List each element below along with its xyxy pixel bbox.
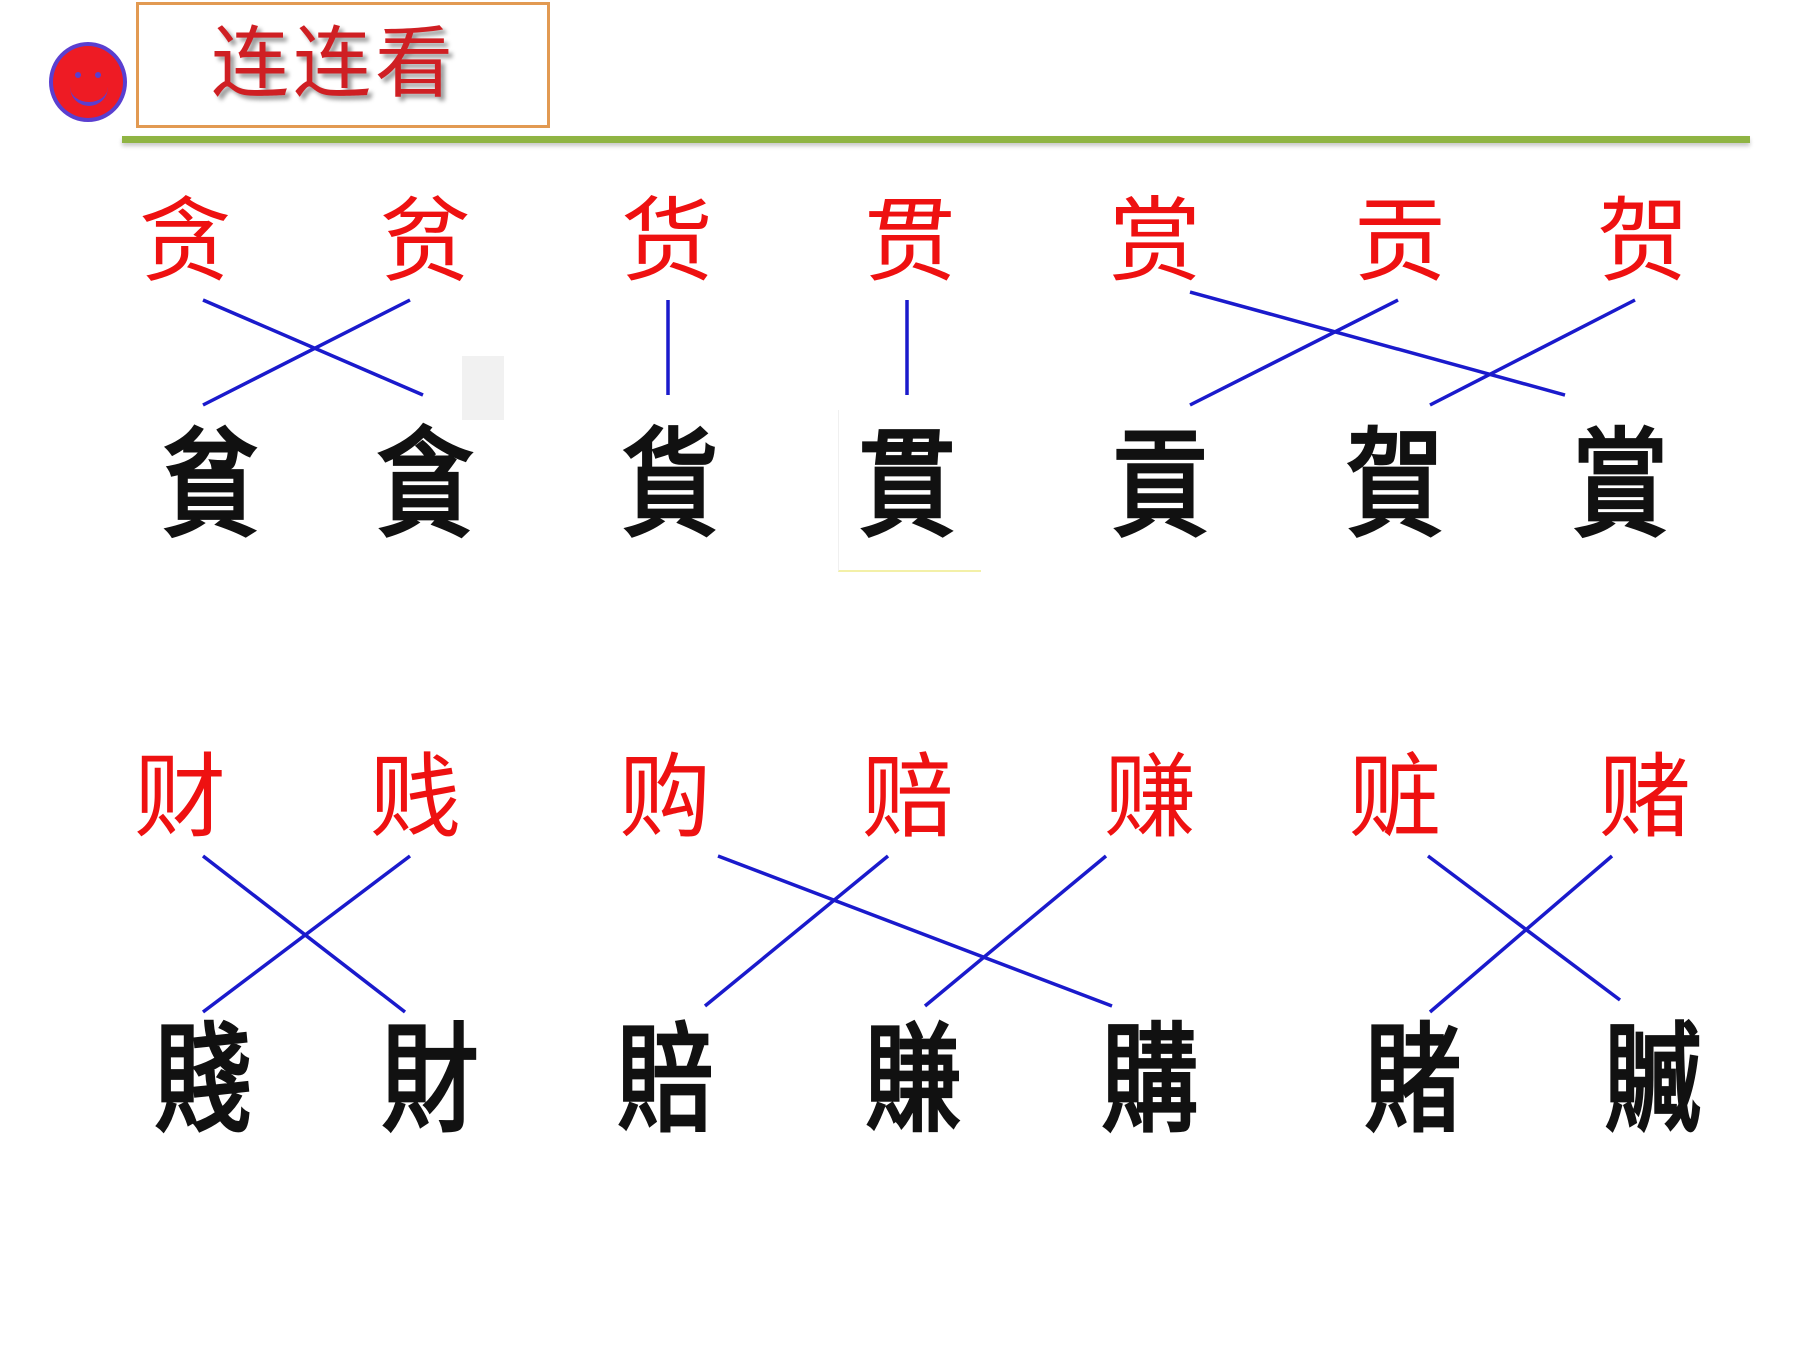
- modern-char: 货: [620, 188, 713, 295]
- gray-box: [462, 356, 504, 420]
- seal-char: 賭: [1364, 1011, 1462, 1149]
- seal-char: 賀: [1346, 416, 1444, 554]
- title-divider: [122, 136, 1750, 143]
- match-line: [1428, 854, 1614, 1014]
- match-line: [1429, 298, 1636, 407]
- seal-char: 貫: [858, 416, 956, 554]
- match-line: [717, 854, 1113, 1008]
- modern-char: 贺: [1596, 188, 1689, 295]
- modern-char: 贫: [378, 188, 471, 295]
- modern-char: 贡: [1353, 188, 1446, 295]
- match-line: [1426, 854, 1622, 1002]
- seal-char: 購: [1101, 1011, 1199, 1149]
- smiley-eye: [75, 72, 81, 78]
- modern-char: 购: [618, 744, 711, 851]
- seal-char: 貪: [376, 416, 474, 554]
- modern-char: 赔: [861, 744, 954, 851]
- smiley-icon: [49, 42, 127, 122]
- seal-char: 賺: [864, 1011, 962, 1149]
- image-frame: [838, 410, 981, 572]
- match-line: [1189, 290, 1566, 397]
- modern-char: 赚: [1103, 744, 1196, 851]
- modern-char: 赏: [1108, 188, 1201, 295]
- modern-char: 赃: [1348, 744, 1441, 851]
- match-line: [923, 854, 1108, 1008]
- seal-char: 財: [381, 1011, 479, 1149]
- seal-char: 賠: [616, 1011, 714, 1149]
- smiley-mouth: [70, 84, 108, 106]
- modern-char: 贱: [368, 744, 461, 851]
- seal-char: 賤: [154, 1011, 252, 1149]
- match-line: [201, 854, 412, 1014]
- title-box: 连连看: [136, 2, 550, 128]
- modern-char: 赌: [1598, 744, 1691, 851]
- smiley-eye: [95, 72, 101, 78]
- modern-char: 财: [133, 744, 226, 851]
- seal-char: 貢: [1111, 416, 1209, 554]
- match-line: [703, 854, 890, 1008]
- match-line: [1189, 298, 1399, 407]
- modern-char: 贯: [863, 188, 956, 295]
- seal-char: 贓: [1604, 1011, 1702, 1149]
- match-line: [202, 298, 411, 407]
- page-title: 连连看: [211, 19, 458, 109]
- seal-char: 貨: [621, 416, 719, 554]
- seal-char: 貧: [161, 416, 259, 554]
- seal-char: 賞: [1571, 416, 1669, 554]
- modern-char: 贪: [138, 188, 231, 295]
